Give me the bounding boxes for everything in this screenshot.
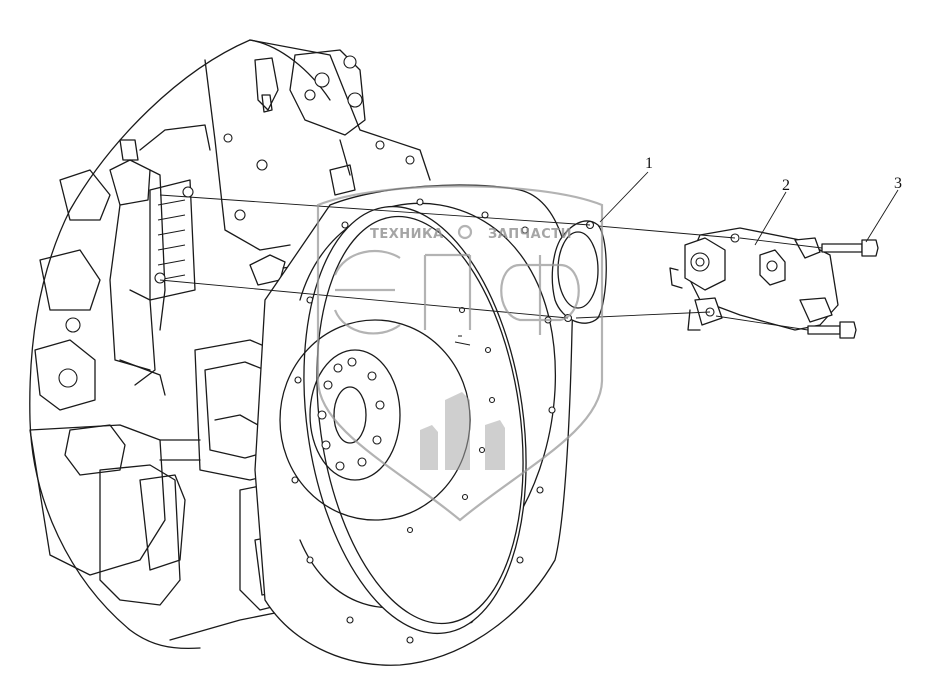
part-2-assembly [669, 227, 839, 331]
assembly-lines [159, 194, 823, 331]
watermark-logo: ТЕХНИКА ЗАПЧАСТИ [316, 185, 604, 522]
watermark-left-text: ТЕХНИКА [370, 227, 444, 242]
callout-1-leader [599, 171, 649, 223]
part-1-gasket [551, 220, 607, 324]
callout-3-label: 3 [894, 175, 902, 192]
callout-2-label: 2 [782, 177, 790, 194]
callout-3-leader [865, 189, 899, 243]
part-3-bolts [807, 239, 879, 339]
callout-1-label: 1 [645, 155, 653, 172]
callouts: 1 2 3 [599, 155, 902, 246]
callout-2-leader [754, 191, 787, 246]
watermark-right-text: ЗАПЧАСТИ [488, 227, 572, 242]
